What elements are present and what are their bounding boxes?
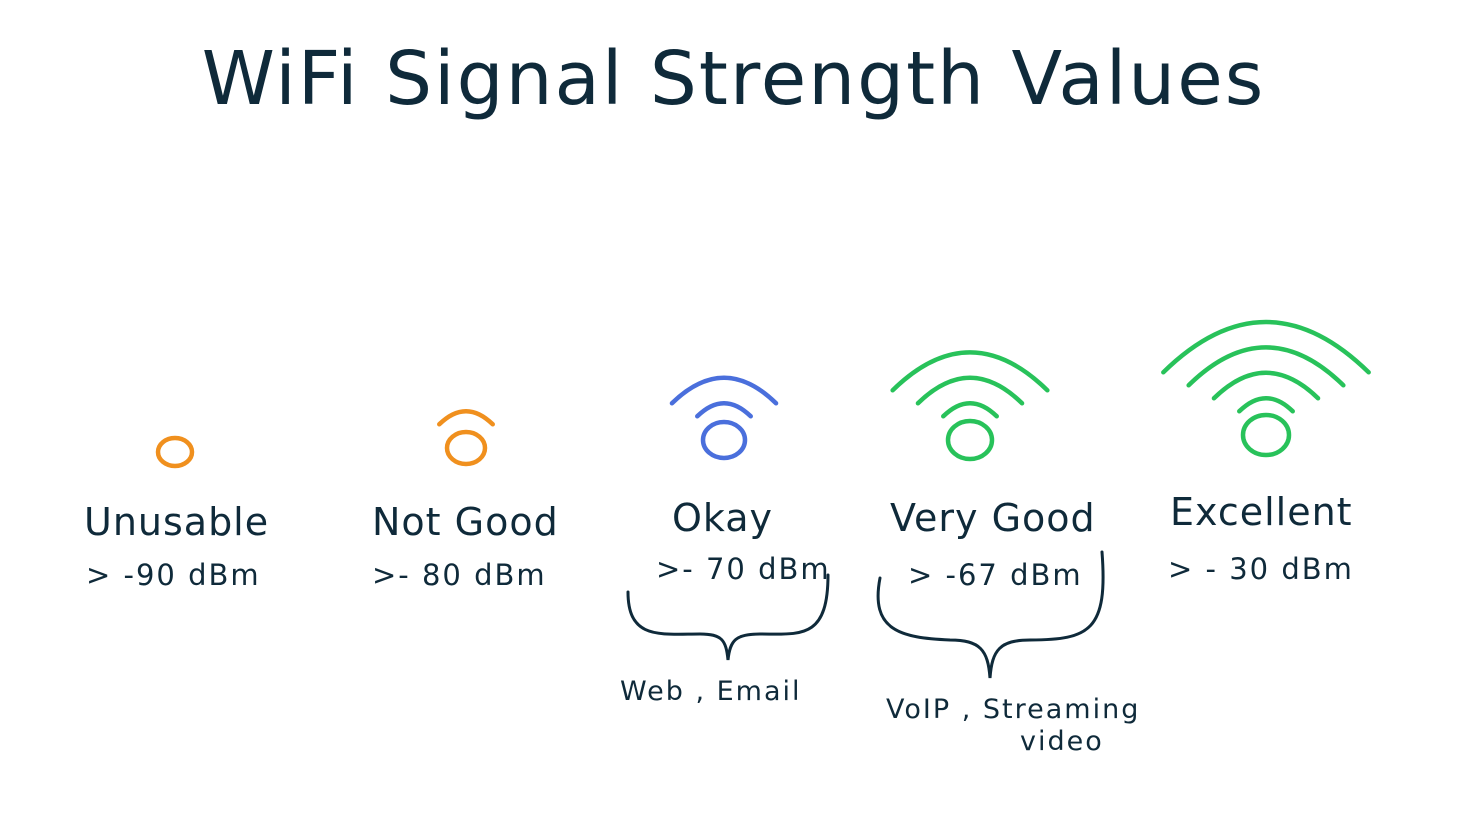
level-name-okay: Okay	[672, 496, 774, 540]
level-use-okay: Web , Email	[620, 676, 802, 707]
wifi-dot-not-good	[444, 429, 488, 467]
wifi-dot-very-good	[945, 418, 995, 462]
okay-brace	[626, 573, 830, 661]
wifi-arc-excellent-3	[1186, 345, 1346, 388]
level-threshold-okay: >- 70 dBm	[656, 552, 831, 586]
level-name-very-good: Very Good	[890, 496, 1096, 540]
level-threshold-unusable: > -90 dBm	[86, 558, 261, 592]
wifi-dot-excellent	[1240, 412, 1292, 458]
level-threshold-excellent: > - 30 dBm	[1168, 552, 1354, 586]
level-threshold-very-good: > -67 dBm	[908, 558, 1083, 592]
level-use-very-good-line1: VoIP , Streaming	[886, 694, 1141, 725]
level-threshold-not-good: >- 80 dBm	[372, 558, 547, 592]
wifi-arc-excellent-1	[1237, 396, 1295, 414]
wifi-arc-okay-2	[669, 375, 779, 406]
wifi-arc-very-good-3	[890, 350, 1050, 393]
wifi-dot-unusable	[155, 435, 195, 469]
level-use-very-good-line2: video	[1020, 726, 1104, 757]
wifi-arc-very-good-2	[915, 375, 1025, 406]
wifi-arc-excellent-4	[1161, 319, 1371, 375]
very-good-brace	[876, 550, 1105, 679]
level-name-excellent: Excellent	[1170, 490, 1353, 534]
wifi-arc-excellent-2	[1211, 370, 1321, 401]
page-title: WiFi Signal Strength Values	[201, 36, 1266, 122]
level-name-unusable: Unusable	[84, 500, 270, 544]
wifi-arc-very-good-1	[941, 401, 999, 419]
wifi-arc-okay-1	[695, 401, 753, 419]
level-name-not-good: Not Good	[372, 500, 559, 544]
wifi-dot-okay	[700, 419, 748, 461]
wifi-arc-not-good-1	[437, 409, 495, 427]
